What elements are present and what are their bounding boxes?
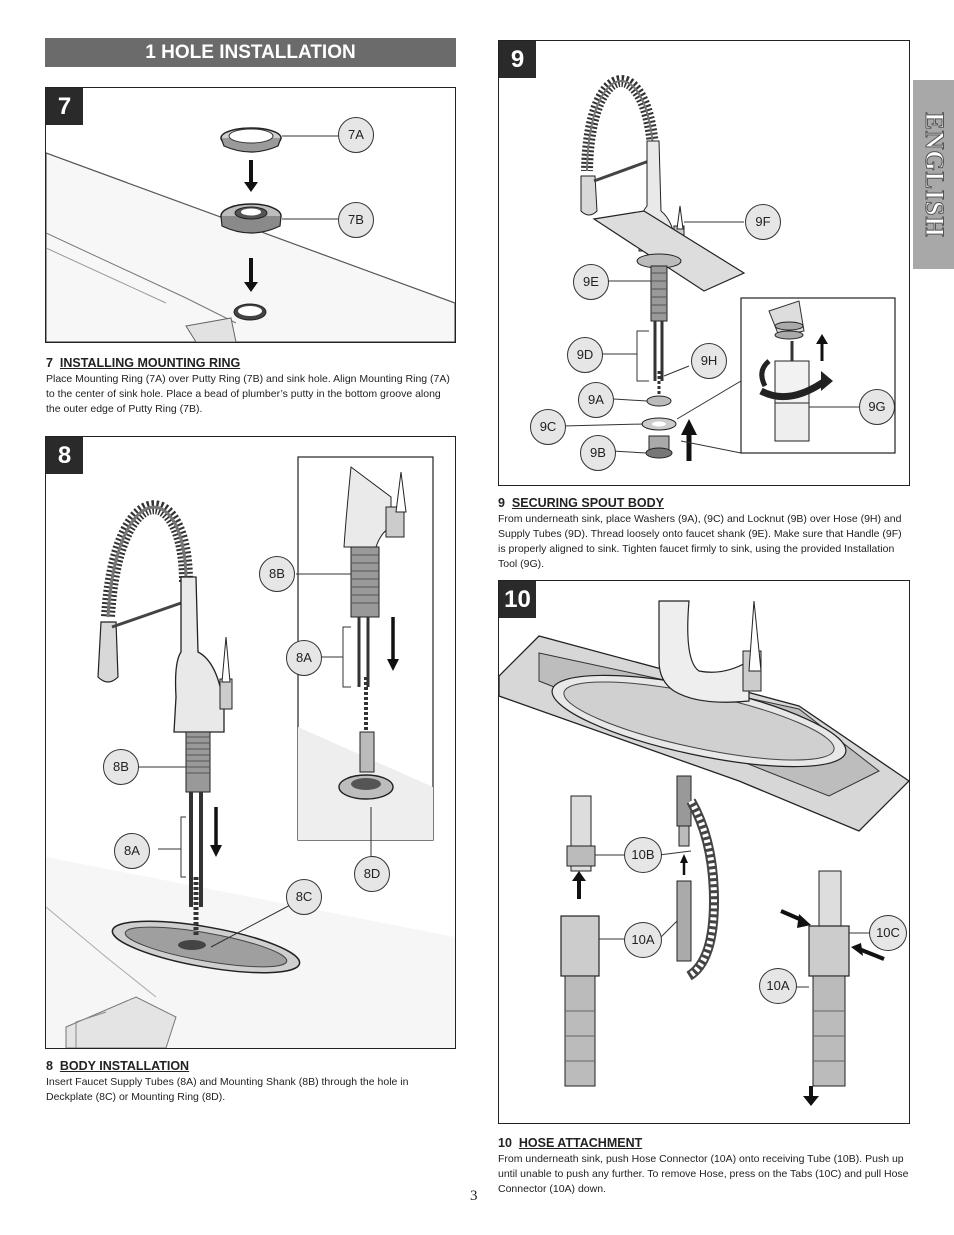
language-tab: ENGLISH — [913, 80, 954, 269]
callout-7a: 7A — [338, 117, 374, 153]
step-8-illustration — [46, 456, 455, 1048]
step-10-caption-title: 10 HOSE ATTACHMENT — [498, 1136, 643, 1150]
step-7-caption-text: Place Mounting Ring (7A) over Putty Ring… — [46, 373, 450, 415]
callout-10a-right: 10A — [759, 968, 797, 1004]
callout-7b: 7B — [338, 202, 374, 238]
step-10-number: 10 — [499, 581, 536, 618]
step-9-caption-text: From underneath sink, place Washers (9A)… — [498, 513, 902, 570]
step-9-caption-title: 9 SECURING SPOUT BODY — [498, 496, 665, 510]
step-7-caption-title: 7 INSTALLING MOUNTING RING — [46, 356, 241, 370]
callout-9g: 9G — [859, 389, 895, 425]
section-title: 1 HOLE INSTALLATION — [45, 38, 456, 67]
callout-8b-main: 8B — [103, 749, 139, 785]
callout-9e: 9E — [573, 264, 609, 300]
step-8-number: 8 — [46, 437, 83, 474]
step-8-panel: 8 — [45, 436, 456, 1049]
step-7-panel: 7 7A 7B — [45, 87, 456, 343]
step-9-panel: 9 — [498, 40, 910, 486]
step-8-caption: 8 BODY INSTALLATION Insert Faucet Supply… — [46, 1059, 458, 1105]
callout-8d: 8D — [354, 856, 390, 892]
step-10-caption: 10 HOSE ATTACHMENT From underneath sink,… — [498, 1136, 910, 1197]
callout-8b-inset: 8B — [259, 556, 295, 592]
step-8-caption-text: Insert Faucet Supply Tubes (8A) and Moun… — [46, 1076, 409, 1103]
step-7-number: 7 — [46, 88, 83, 125]
step-7-illustration — [46, 127, 455, 342]
step-10-panel: 10 — [498, 580, 910, 1124]
step-10-illustration — [499, 600, 909, 1106]
step-8-caption-title: 8 BODY INSTALLATION — [46, 1059, 190, 1073]
step-10-caption-text: From underneath sink, push Hose Connecto… — [498, 1153, 909, 1195]
page-number: 3 — [470, 1188, 478, 1204]
callout-9d: 9D — [567, 337, 603, 373]
step-9-caption: 9 SECURING SPOUT BODY From underneath si… — [498, 496, 910, 572]
callout-8a-inset: 8A — [286, 640, 322, 676]
step-9-number: 9 — [499, 41, 536, 78]
language-label: ENGLISH — [919, 111, 949, 238]
callout-9h: 9H — [691, 343, 727, 379]
callout-10a-left: 10A — [624, 922, 662, 958]
step-7-caption: 7 INSTALLING MOUNTING RING Place Mountin… — [46, 356, 458, 417]
callout-9c: 9C — [530, 409, 566, 445]
callout-9b: 9B — [580, 435, 616, 471]
callout-9f: 9F — [745, 204, 781, 240]
callout-10c: 10C — [869, 915, 907, 951]
callout-10b: 10B — [624, 837, 662, 873]
callout-8a-main: 8A — [114, 833, 150, 869]
callout-9a: 9A — [578, 382, 614, 418]
step-9-illustration — [562, 75, 896, 461]
callout-8c: 8C — [286, 879, 322, 915]
